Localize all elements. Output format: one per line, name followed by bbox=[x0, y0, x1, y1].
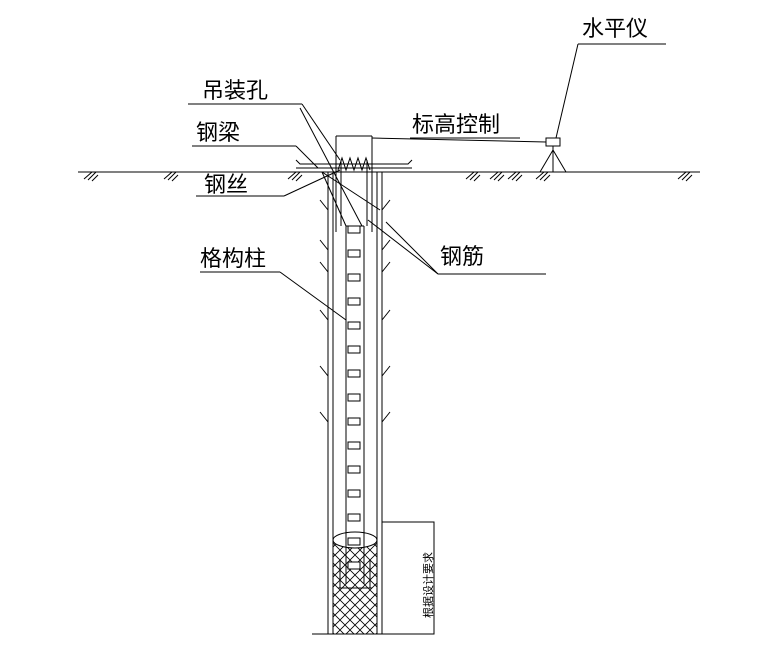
per-design-label: 根据设计要求 bbox=[421, 552, 435, 618]
lattice-column-label: 格构柱 bbox=[200, 247, 266, 272]
elevation-sight-line bbox=[371, 137, 547, 143]
wall-hatch-left bbox=[319, 199, 329, 423]
leader-lines bbox=[188, 43, 666, 321]
lattice-batten-plates bbox=[347, 225, 361, 570]
steel-wire bbox=[337, 156, 371, 172]
steel-beam bbox=[295, 159, 413, 169]
base-rebar bbox=[338, 560, 372, 589]
wall-hatch-right bbox=[381, 199, 391, 423]
level-instrument-label: 水平仪 bbox=[582, 17, 648, 42]
steel-wire-label: 钢丝 bbox=[204, 173, 248, 198]
ground-hatch bbox=[83, 171, 693, 182]
elevation-control-label: 标高控制 bbox=[412, 113, 500, 138]
lifting-hole-label: 吊装孔 bbox=[202, 79, 268, 104]
rebar-label: 钢筋 bbox=[440, 245, 484, 270]
rebar-diagonals bbox=[299, 107, 546, 275]
steel-beam-label: 钢梁 bbox=[196, 121, 240, 146]
level-instrument-icon bbox=[539, 137, 567, 173]
lifting-frame bbox=[335, 135, 373, 232]
design-requirement-bracket bbox=[382, 521, 435, 635]
